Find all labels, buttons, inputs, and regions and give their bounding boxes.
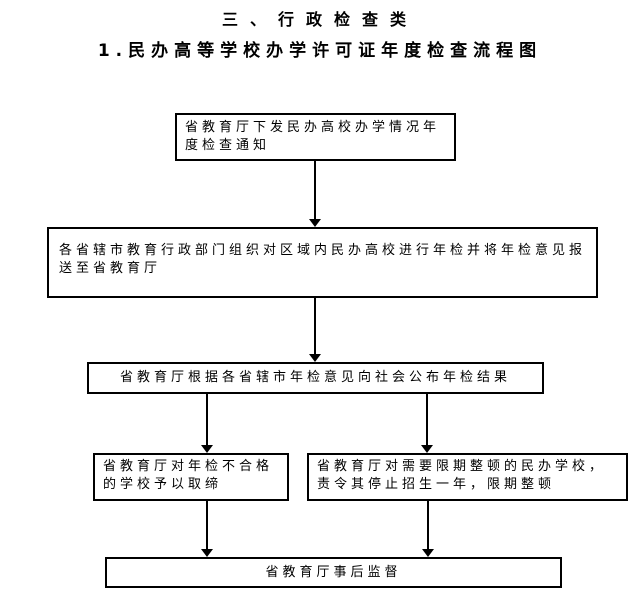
node-ban-unqualified: 省教育厅对年检不合格的学校予以取缔	[93, 453, 289, 501]
arrow-shaft	[427, 501, 429, 550]
arrow-publish-to-rectify	[421, 394, 433, 453]
arrow-down-icon	[421, 445, 433, 453]
arrow-shaft	[206, 394, 208, 446]
arrow-city-to-publish	[309, 298, 321, 362]
flowchart-title: 1.民办高等学校办学许可证年度检查流程图	[97, 41, 543, 61]
arrow-shaft	[206, 501, 208, 550]
arrow-down-icon	[201, 445, 213, 453]
node-city-inspection: 各省辖市教育行政部门组织对区域内民办高校进行年检并将年检意见报送至省教育厅	[47, 227, 598, 298]
arrow-rectify-to-supervision	[422, 501, 434, 557]
node-post-supervision: 省教育厅事后监督	[105, 557, 562, 588]
node-publish-results: 省教育厅根据各省辖市年检意见向社会公布年检结果	[87, 362, 544, 394]
arrow-ban-to-supervision	[201, 501, 213, 557]
section-title: 三、行政检查类	[221, 10, 418, 29]
node-rectification-order: 省教育厅对需要限期整顿的民办学校，责令其停止招生一年，限期整顿	[307, 453, 628, 501]
arrow-shaft	[314, 161, 316, 220]
arrow-down-icon	[201, 549, 213, 557]
arrow-down-icon	[422, 549, 434, 557]
arrow-shaft	[314, 298, 316, 355]
arrow-shaft	[426, 394, 428, 446]
arrow-publish-to-ban	[201, 394, 213, 453]
arrow-down-icon	[309, 354, 321, 362]
node-annual-notice: 省教育厅下发民办高校办学情况年度检查通知	[175, 113, 456, 161]
arrow-notice-to-city	[309, 161, 321, 227]
arrow-down-icon	[309, 219, 321, 227]
